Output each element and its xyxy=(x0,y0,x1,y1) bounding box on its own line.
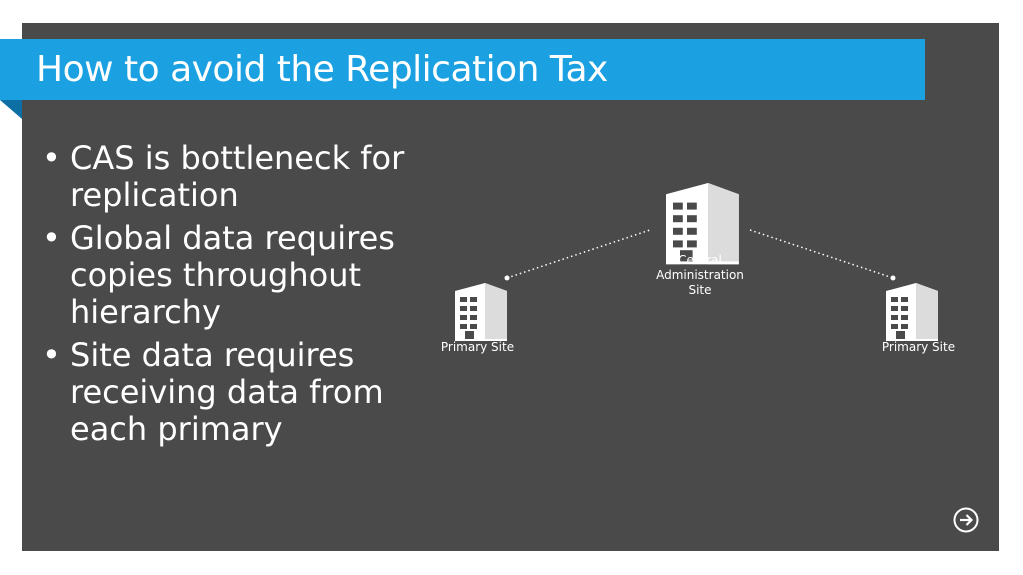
bullet-list: •CAS is bottleneck for replication •Glob… xyxy=(42,140,422,454)
label-line: Site xyxy=(688,283,712,297)
bullet-item: •CAS is bottleneck for replication xyxy=(42,140,422,214)
bullet-text: Site data requires receiving data from e… xyxy=(70,336,384,448)
title-bar xyxy=(0,39,925,100)
bullet-dot: • xyxy=(42,336,61,374)
building-icon xyxy=(455,283,507,341)
label-line: Central xyxy=(678,253,722,267)
connector-dot-left xyxy=(504,275,510,281)
bullet-dot: • xyxy=(42,139,61,177)
connector-left xyxy=(506,229,651,279)
bullet-text: Global data requires copies throughout h… xyxy=(70,219,395,331)
central-site-label: Central Administration Site xyxy=(640,253,760,298)
primary-site-left-label: Primary Site xyxy=(440,340,515,354)
bullet-item: •Site data requires receiving data from … xyxy=(42,337,422,448)
label-line: Administration xyxy=(656,268,744,282)
title-fold xyxy=(0,100,22,119)
primary-site-right-label: Primary Site xyxy=(881,340,956,354)
bullet-text: CAS is bottleneck for replication xyxy=(70,139,405,214)
building-icon xyxy=(886,283,938,341)
arrow-right-circle-icon[interactable] xyxy=(953,507,979,533)
slide xyxy=(22,23,999,551)
connector-right xyxy=(749,229,894,279)
bullet-dot: • xyxy=(42,219,61,257)
slide-title: How to avoid the Replication Tax xyxy=(36,49,608,90)
bullet-item: •Global data requires copies throughout … xyxy=(42,220,422,331)
connector-dot-right xyxy=(890,275,896,281)
